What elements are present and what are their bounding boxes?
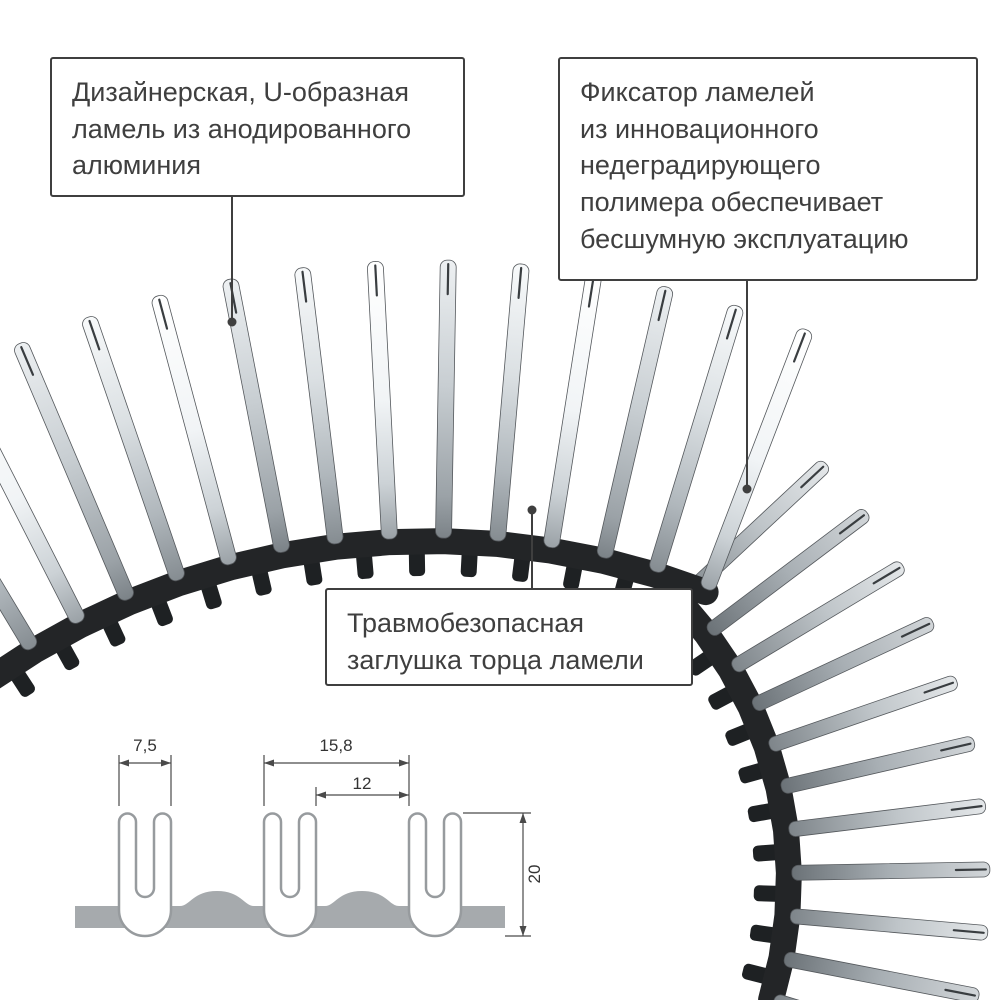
grille-hanging-section <box>663 460 991 1000</box>
dimension-profile-width: 7,5 <box>118 736 172 806</box>
callout-text-line: полимера обеспечивает <box>580 187 884 218</box>
dimension-inner-gap: 12 <box>315 774 409 806</box>
callout-text-line: бесшумную эксплуатацию <box>580 223 909 254</box>
lamella <box>649 304 744 573</box>
callout-text-line: Травмобезопасная <box>347 608 584 638</box>
callout-text-line: недеградирующего <box>580 150 821 181</box>
dimension-pitch: 15,8 <box>263 736 410 806</box>
lamella <box>596 286 674 559</box>
leader-dot-fixator <box>742 484 752 494</box>
callout-end-cap: Травмобезопасная заглушка торца ламели <box>325 588 693 686</box>
lamella <box>780 736 976 794</box>
callout-text-line: алюминия <box>72 150 201 181</box>
lamella <box>543 272 602 549</box>
lamella-profile-2 <box>262 812 318 938</box>
grille-arc-section <box>0 259 813 697</box>
callout-text-line: Фиксатор ламелей <box>580 77 815 107</box>
lamella <box>294 267 344 545</box>
dim-label-inner-gap: 12 <box>353 774 372 793</box>
leader-dot-endcap <box>527 505 537 515</box>
profile-cross-section-drawing: 7,5 15,8 12 20 <box>75 736 544 938</box>
lamella <box>731 561 905 673</box>
lamella-profile-3 <box>407 812 463 938</box>
callout-text-line: ламель из анодированного <box>72 113 412 144</box>
dim-label-pitch: 15,8 <box>319 736 352 755</box>
lamella <box>751 617 935 711</box>
lamella <box>789 908 989 941</box>
leader-lines <box>227 197 752 588</box>
belt <box>666 588 802 1000</box>
lamella <box>791 861 991 881</box>
lamella <box>0 408 38 651</box>
lamella <box>700 328 813 591</box>
lamella-profile-1 <box>117 812 173 938</box>
lamella <box>14 342 134 601</box>
callout-text-line: Дизайнерская, U-образная <box>72 77 409 107</box>
belt <box>0 528 719 689</box>
dim-label-profile-width: 7,5 <box>133 736 157 755</box>
lamella <box>151 294 237 566</box>
lamella <box>768 675 958 752</box>
lamella <box>788 798 987 837</box>
lamella <box>82 316 185 582</box>
leader-dot-design <box>227 317 237 327</box>
lamella <box>783 951 980 1000</box>
callout-text-line: из инновационного <box>580 113 819 144</box>
callout-designer-lamella: Дизайнерская, U-образная ламель из аноди… <box>50 57 465 197</box>
dimension-height: 20 <box>463 812 544 937</box>
lamella <box>706 509 870 636</box>
callout-text-line: заглушка торца ламели <box>347 644 644 675</box>
lamella <box>435 259 457 539</box>
lamella <box>0 372 85 624</box>
lamella <box>489 263 530 542</box>
lamella <box>367 261 398 540</box>
dim-label-height: 20 <box>525 865 544 884</box>
callout-lamella-fixator: Фиксатор ламелей из инновационного недег… <box>558 57 978 281</box>
